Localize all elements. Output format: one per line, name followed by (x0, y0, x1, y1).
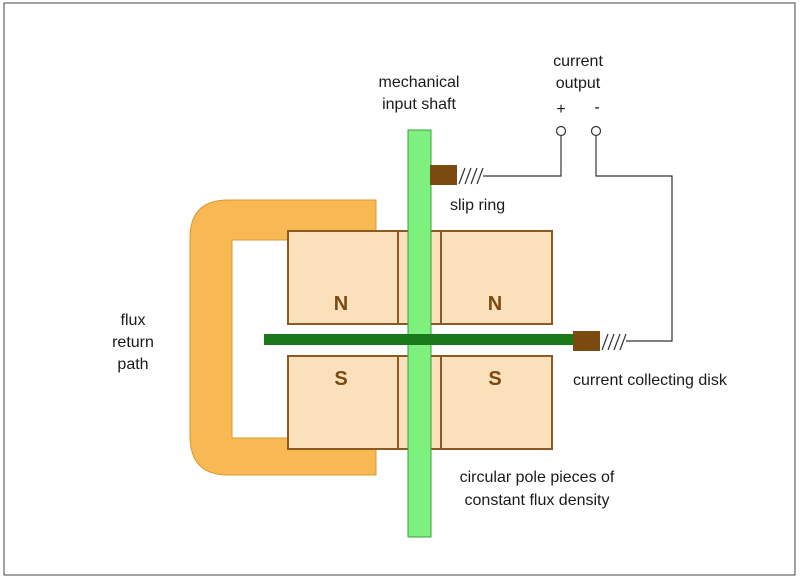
slip-ring-brush (430, 165, 457, 185)
pole-label-lower-left: S (334, 368, 347, 390)
flux-label-line3: path (117, 356, 148, 373)
pole-pieces-label-line2: constant flux density (465, 492, 610, 509)
pole-label-lower-right: S (488, 368, 501, 390)
minus-sign: - (594, 99, 599, 116)
current-output-label-line2: output (556, 75, 601, 92)
collecting-disk (264, 334, 575, 345)
pole-label-upper-right: N (488, 293, 502, 315)
disk-brush-spring (601, 333, 627, 351)
disk-label: current collecting disk (573, 372, 728, 389)
flux-label-line1: flux (121, 312, 146, 329)
shaft-label-line1: mechanical (379, 74, 460, 91)
slip-ring-label: slip ring (450, 197, 505, 214)
slip-ring-brush-spring (458, 167, 484, 185)
input-shaft (407, 129, 432, 538)
positive-wire (483, 136, 562, 177)
flux-label-line2: return (112, 334, 154, 351)
shaft-label-line2: input shaft (382, 96, 456, 113)
current-output-label-line1: current (553, 53, 603, 70)
pole-pieces-label-line1: circular pole pieces of (460, 469, 615, 486)
positive-terminal (555, 125, 567, 137)
negative-terminal (590, 125, 602, 137)
plus-sign: + (556, 101, 565, 118)
pole-label-upper-left: N (334, 293, 348, 315)
negative-wire (595, 136, 673, 342)
disk-brush (573, 331, 600, 351)
